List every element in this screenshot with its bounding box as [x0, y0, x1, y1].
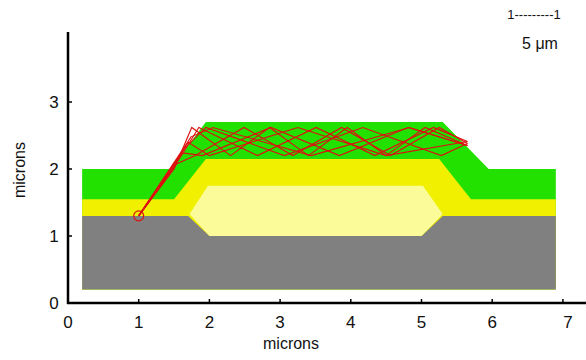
- axis-title: microns: [12, 142, 28, 198]
- tick-label: 0: [49, 295, 58, 312]
- tick-label: 1: [134, 314, 143, 331]
- axis-tick: [138, 299, 140, 303]
- axis-tick: [68, 302, 72, 304]
- tick-label: 2: [49, 161, 58, 178]
- y-axis: [67, 32, 70, 304]
- source-point: [134, 211, 144, 221]
- axis-tick: [68, 168, 72, 170]
- scale-bar: 1---------1: [507, 8, 560, 21]
- x-axis: [67, 302, 586, 305]
- scale-label: 5 μm: [522, 36, 558, 52]
- axis-tick: [209, 299, 211, 303]
- tick-label: 1: [49, 228, 58, 245]
- tick-label: 0: [63, 314, 72, 331]
- axis-tick: [562, 299, 564, 303]
- axis-title: microns: [263, 336, 319, 352]
- light-ray: [139, 127, 468, 215]
- axis-tick: [491, 299, 493, 303]
- light-ray: [139, 127, 468, 215]
- tick-label: 4: [346, 314, 355, 331]
- axis-tick: [68, 235, 72, 237]
- light-ray: [139, 127, 468, 215]
- tick-label: 2: [205, 314, 214, 331]
- axis-tick: [421, 299, 423, 303]
- tick-label: 6: [487, 314, 496, 331]
- tick-label: 5: [417, 314, 426, 331]
- light-rays: [139, 127, 468, 215]
- light-ray: [139, 127, 468, 215]
- light-ray: [139, 127, 468, 215]
- buried-layer: [190, 186, 443, 236]
- light-ray: [139, 127, 468, 215]
- tick-label: 3: [49, 94, 58, 111]
- light-ray: [139, 127, 468, 215]
- tick-label: 7: [563, 314, 572, 331]
- core-layer: [82, 159, 556, 290]
- cladding-layer: [82, 122, 556, 290]
- axis-tick: [68, 101, 72, 103]
- tick-label: 3: [275, 314, 284, 331]
- axis-tick: [279, 299, 281, 303]
- axis-tick: [350, 299, 352, 303]
